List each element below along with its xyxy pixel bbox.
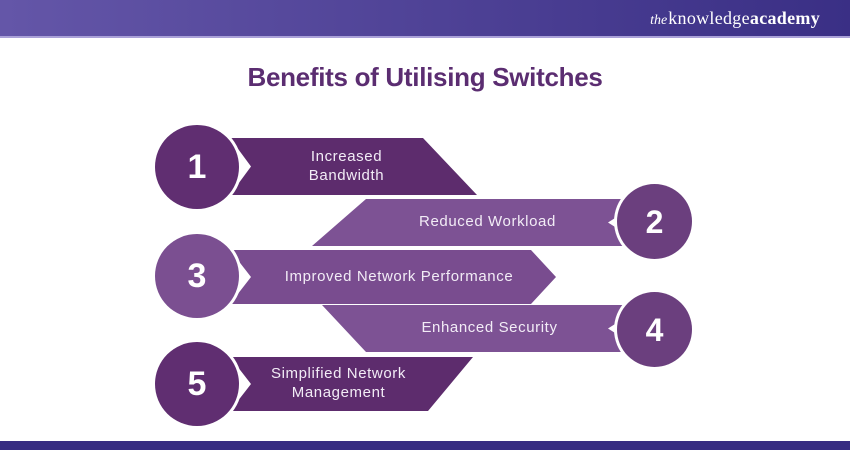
benefit-number-4: 4 [645, 311, 664, 348]
benefit-banner-2: Reduced Workload [312, 199, 645, 246]
benefit-banner-3: Improved Network Performance [230, 250, 556, 304]
benefit-number-5: 5 [187, 365, 207, 403]
benefit-number-badge-2: 2 [617, 184, 692, 259]
benefit-banner-5: Simplified Network Management [230, 357, 473, 411]
benefit-number-1: 1 [187, 148, 207, 186]
benefit-number-badge-3: 3 [155, 234, 239, 318]
benefit-label-4: Enhanced Security [421, 319, 558, 337]
benefit-label-3: Improved Network Performance [284, 267, 514, 285]
benefit-number-2: 2 [645, 203, 664, 240]
benefit-label-2: Reduced Workload [419, 213, 556, 231]
benefit-number-badge-1: 1 [155, 125, 239, 209]
logo-word-academy: academy [749, 7, 820, 28]
footer-bar [0, 441, 850, 450]
brand-logo: theknowledgeacademy [650, 9, 820, 28]
benefit-label-1: Increased Bandwidth [308, 147, 385, 184]
benefit-banner-1: Increased Bandwidth [230, 138, 477, 195]
logo-word-the: the [650, 12, 668, 28]
logo-word-knowledge: knowledge [668, 7, 750, 28]
benefit-banner-4: Enhanced Security [322, 305, 645, 352]
benefit-number-3: 3 [187, 257, 207, 295]
benefit-number-badge-4: 4 [617, 292, 692, 367]
benefit-label-5: Simplified Network Management [270, 365, 406, 401]
page-title: Benefits of Utilising Switches [247, 62, 603, 92]
header-bar: theknowledgeacademy [0, 0, 850, 38]
benefit-number-badge-5: 5 [155, 342, 239, 426]
